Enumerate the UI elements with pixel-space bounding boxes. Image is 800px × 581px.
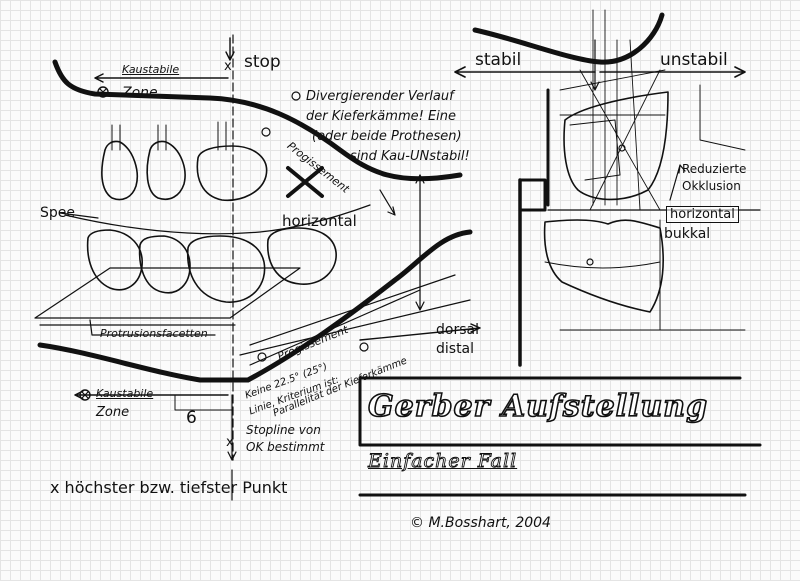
zone-bottom-label: Zone	[96, 405, 130, 420]
stop-label: stop	[244, 52, 281, 72]
upper-tooth-1	[101, 140, 138, 201]
upper-ridge-line	[52, 59, 463, 182]
lower-ridge-line	[37, 229, 473, 383]
upper-tooth-2	[146, 140, 186, 200]
divergierend-line-2: der Kieferkämme! Eine	[306, 109, 457, 124]
protrusion-plane	[34, 267, 301, 319]
divergierend-line-3: (oder beide Prothesen)	[312, 129, 462, 144]
big-x-mark	[286, 166, 324, 198]
kaustabile-top-arrow	[94, 73, 229, 83]
frame-step	[518, 178, 547, 212]
kaustabile-top-label: Kaustabile	[122, 63, 180, 76]
stabil-label: stabil	[475, 50, 522, 70]
lower-tooth-4	[266, 227, 337, 285]
distal-label: distal	[436, 341, 475, 357]
x-mark-top: x	[224, 59, 232, 74]
hoechster-label: x höchster bzw. tiefster Punkt	[50, 478, 288, 497]
horizontal-right-label: horizontal	[666, 206, 739, 223]
page-title: Gerber Aufstellung	[367, 389, 709, 424]
bukkal-label: bukkal	[664, 226, 711, 242]
page-subtitle: Einfacher Fall	[368, 450, 518, 472]
six-label: 6	[186, 408, 197, 428]
lower-tooth-3	[186, 235, 266, 303]
reduzierte-line-1: Reduzierte	[682, 162, 747, 176]
protrusionsfacetten-label: Protrusionsfacetten	[100, 327, 208, 340]
unstabil-label: unstabil	[660, 50, 728, 70]
unstabil-arrow	[599, 66, 746, 78]
reduzierte-line-2: Okklusion	[682, 179, 741, 193]
x-mark-bottom: x	[226, 435, 234, 450]
right-lower-tooth	[543, 219, 664, 313]
title-frame	[358, 376, 762, 447]
spee-label: Spee	[40, 205, 75, 221]
spee-curve	[64, 204, 371, 235]
target-marker-bottom	[79, 389, 91, 401]
lower-tooth-2	[138, 235, 191, 294]
stop-arrow	[225, 37, 235, 61]
target-marker-top	[97, 86, 109, 98]
horizontal-mid-label: horizontal	[282, 212, 357, 230]
right-ridge-curve	[472, 12, 665, 65]
zone-top-label: Zone	[122, 85, 158, 101]
right-upper-tooth	[563, 91, 669, 201]
stopline-line-2: OK bestimmt	[246, 440, 325, 454]
stabil-arrow	[454, 66, 596, 78]
stopline-line-1: Stopline von	[246, 423, 321, 437]
kaustabile-bottom-label: Kaustabile	[96, 387, 154, 400]
signature: © M.Bosshart, 2004	[410, 515, 551, 531]
divergierend-line-4: sind Kau-UNstabil!	[350, 149, 470, 164]
dorsal-label: dorsal	[436, 322, 479, 338]
progissement-lower-lines	[239, 274, 471, 366]
reduzierte-arrow	[669, 164, 686, 201]
lower-tooth-1	[86, 229, 143, 291]
divergierend-line-1: Divergierender Verlauf	[306, 89, 454, 104]
dorsal-arrow	[359, 323, 481, 341]
upper-tooth-3	[196, 145, 268, 201]
